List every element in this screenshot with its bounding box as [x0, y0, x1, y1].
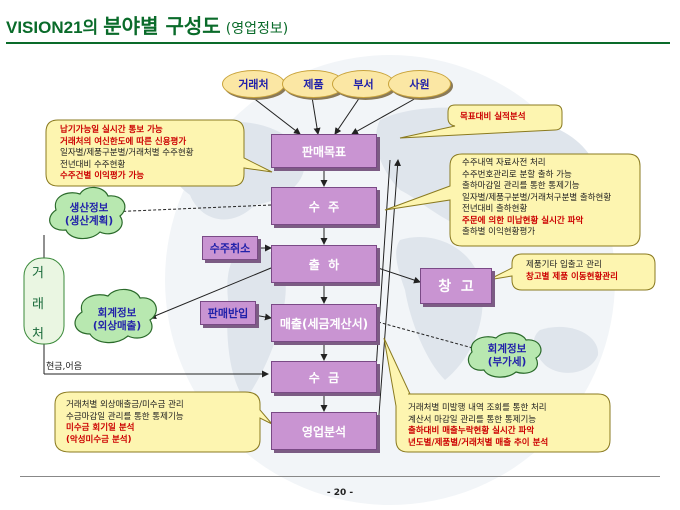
sales-note-line: 계산서 마감일 관리를 통한 통제기능	[408, 414, 537, 425]
credit-note-line: 수주건별 이익평가 가능	[60, 171, 145, 181]
source-customer-label: 거래처	[238, 78, 269, 91]
target-analysis-text: 목표대비 실적분석	[460, 112, 526, 122]
accounting-sales-cloud: 회계정보 (외상매출)	[86, 307, 148, 333]
sales-return-label: 판매반입	[207, 307, 249, 320]
order-note-line: 출하별 이익현황평가	[462, 227, 536, 237]
warehouse-box: 창 고	[420, 268, 492, 304]
process-sales-analysis-label: 영업분석	[301, 424, 347, 439]
credit-note-line: 납기가능일 실시간 통보 가능	[60, 125, 163, 135]
order-note-line: 일자별/제품구분별/거래처구분별 출하현황	[462, 192, 612, 203]
customer-vertical-char-1: 거	[32, 266, 44, 281]
warehouse-label: 창 고	[438, 279, 474, 295]
customer-vertical-label: 거 래 처	[23, 262, 53, 342]
sales-return-box: 판매반입	[200, 301, 256, 325]
receivable-note-line: 미수금 회기일 분석	[66, 423, 135, 433]
footer-divider	[20, 476, 660, 477]
order-note-line: 전년대비 출하현황	[462, 204, 528, 214]
warehouse-note-line: 제품기타 입출고 관리	[526, 260, 602, 270]
process-collection: 수 금	[271, 361, 377, 393]
accounting-sales-title: 회계정보	[97, 307, 137, 319]
source-product-label: 제품	[303, 78, 324, 91]
process-sales-target-label: 판매목표	[301, 144, 347, 159]
process-collection-label: 수 금	[308, 370, 340, 385]
process-sales-target: 판매목표	[271, 134, 377, 168]
source-customer: 거래처	[222, 70, 285, 98]
credit-note-line: 일자별/제품구분별/거래처별 수주현황	[60, 148, 194, 158]
source-department-label: 부서	[353, 78, 374, 91]
accounting-vat-title: 회계정보	[487, 343, 527, 355]
page-title: VISION21의 분야별 구성도 (영업정보)	[6, 10, 288, 40]
source-employee-label: 사원	[409, 78, 430, 91]
source-employee: 사원	[388, 70, 451, 98]
customer-vertical-char-3: 처	[32, 327, 44, 342]
sales-note-line: 출하대비 매출누락현황 실시간 파악	[408, 426, 535, 436]
production-info-title: 생산정보	[69, 202, 109, 214]
receivable-note-line: 거래처별 외상매출금/미수금 관리	[66, 400, 184, 410]
production-info-cloud: 생산정보 (생산계획)	[58, 202, 120, 228]
accounting-vat-sub: (부가세)	[487, 356, 527, 368]
production-info-sub: (생산계획)	[64, 215, 114, 227]
credit-note-line: 거래처의 여신한도에 따른 신용평가	[60, 136, 187, 147]
cash-bill-text: 현금,어음	[46, 362, 82, 372]
warehouse-note-line: 창고별 제품 이동현황관리	[526, 271, 618, 282]
order-note-line: 수주내역 자료사전 처리	[462, 158, 546, 168]
receivable-note-line: 수금마감일 관리를 통한 통제기능	[66, 411, 184, 422]
accounting-sales-sub: (외상매출)	[92, 320, 142, 332]
cash-bill-label: 현금,어음	[46, 362, 82, 374]
process-shipment-label: 출 하	[308, 257, 340, 272]
order-cancel-label: 수주취소	[209, 242, 251, 255]
process-sales-analysis: 영업분석	[271, 412, 377, 450]
page-number: - 20 -	[326, 488, 354, 498]
customer-vertical-char-2: 래	[32, 296, 44, 312]
target-analysis-note: 목표대비 실적분석	[460, 112, 526, 124]
process-shipment: 출 하	[271, 245, 377, 283]
order-note-line: 출하마감일 관리를 통한 통제기능	[462, 181, 580, 191]
order-note-line: 수주번호관리로 분할 출하 가능	[462, 169, 572, 180]
credit-note-line: 전년대비 수주현황	[60, 159, 126, 170]
process-sales-invoice: 매출(세금계산서)	[271, 304, 377, 342]
sales-note-line: 거래처별 미발행 내역 조회를 통한 처리	[408, 403, 547, 413]
receivable-note-line: (악성미수금 분석)	[66, 434, 132, 445]
process-sales-invoice-label: 매출(세금계산서)	[279, 316, 369, 331]
title-sub: (영업정보)	[225, 21, 289, 37]
source-department: 부서	[332, 70, 395, 98]
process-order: 수 주	[271, 187, 377, 225]
order-note-line: 주문에 의한 미납현황 실시간 파악	[462, 215, 584, 226]
order-cancel-box: 수주취소	[202, 236, 258, 260]
title-brand: VISION21의	[6, 18, 99, 37]
accounting-vat-cloud: 회계정보 (부가세)	[476, 343, 538, 369]
sales-note-line: 년도별/제품별/거래처별 매출 추이 분석	[408, 437, 549, 448]
title-main: 분야별 구성도	[103, 14, 221, 38]
title-underline	[6, 42, 670, 44]
process-order-label: 수 주	[308, 199, 340, 214]
